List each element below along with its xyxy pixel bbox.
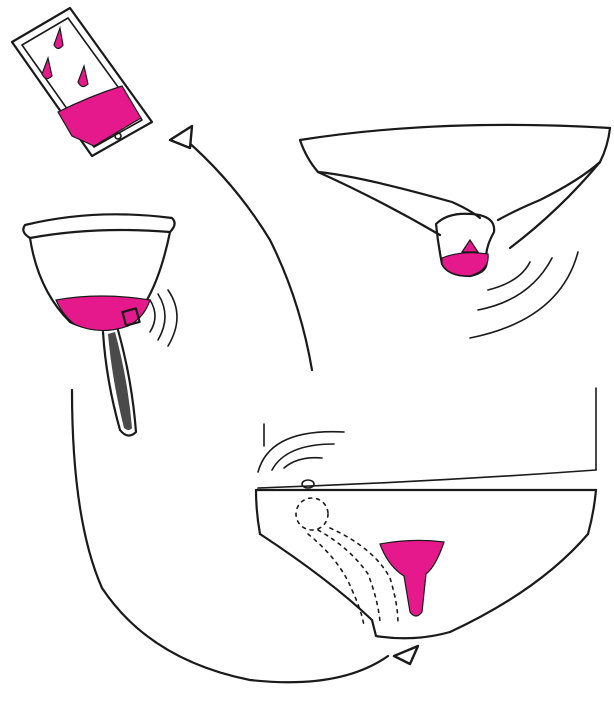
menstrual-cup-icon bbox=[23, 214, 177, 435]
drop-icon bbox=[42, 58, 52, 79]
cup-inserted-icon bbox=[300, 125, 610, 338]
arrow-icon bbox=[170, 126, 312, 370]
underwear-sensor-icon bbox=[256, 388, 596, 638]
drop-icon bbox=[54, 28, 63, 49]
drop-icon bbox=[78, 66, 88, 87]
phone-app-icon bbox=[12, 8, 152, 156]
